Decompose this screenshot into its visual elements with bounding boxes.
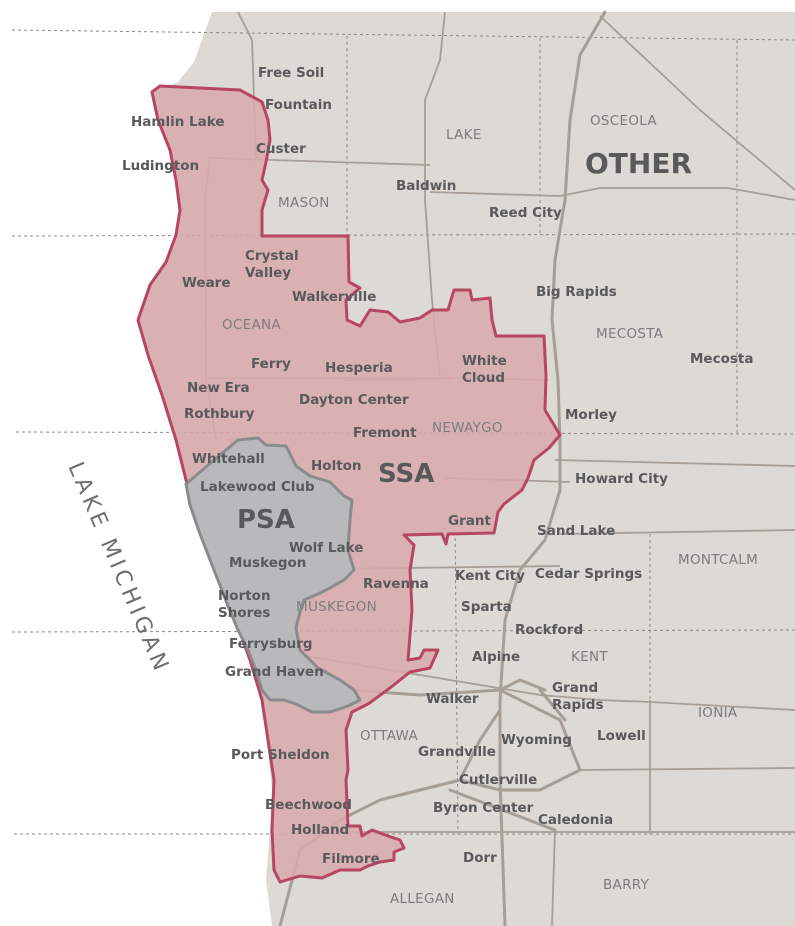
place-label: Walker [426, 691, 479, 707]
county-label: ALLEGAN [390, 891, 455, 907]
place-label-line: Shores [218, 605, 270, 621]
place-label: New Era [187, 380, 250, 396]
place-label: Reed City [489, 205, 562, 221]
region-label-other: OTHER [585, 147, 692, 180]
county-labels: LAKE OSCEOLA MASON OCEANA MECOSTA NEWAYG… [222, 113, 758, 907]
county-label: OCEANA [222, 317, 281, 333]
county-label: OTTAWA [360, 728, 418, 744]
county-label: MECOSTA [596, 326, 664, 342]
place-label: Fremont [353, 425, 417, 441]
county-label: OSCEOLA [590, 113, 657, 129]
place-label-line: Valley [245, 265, 291, 281]
place-label: Ludington [122, 158, 199, 174]
place-label-line: Norton [218, 588, 271, 604]
place-label: Lowell [597, 728, 646, 744]
place-label: Howard City [575, 471, 668, 487]
place-label: Sand Lake [537, 523, 615, 539]
place-label: Baldwin [396, 178, 456, 194]
place-label: Norton Shores [218, 588, 275, 621]
place-label: Wyoming [501, 732, 572, 748]
county-label: MONTCALM [678, 552, 758, 568]
place-label: Crystal Valley [245, 248, 303, 281]
place-label: Caledonia [538, 812, 613, 828]
place-label: Weare [182, 275, 231, 291]
place-label: Dayton Center [299, 392, 409, 408]
place-label: Ravenna [363, 576, 429, 592]
place-label: Dorr [463, 850, 497, 866]
place-label: Holton [311, 458, 362, 474]
place-label: Lakewood Club [200, 479, 315, 495]
place-label: Ferrysburg [229, 636, 313, 652]
place-label: Walkerville [292, 289, 376, 305]
county-label: KENT [571, 649, 608, 665]
place-label: Alpine [472, 649, 520, 665]
county-lines [204, 11, 795, 926]
place-label-line: Crystal [245, 248, 299, 264]
place-label: Grandville [418, 744, 496, 760]
place-label: Port Sheldon [231, 747, 330, 763]
place-label: Holland [291, 822, 349, 838]
place-labels: Free Soil Fountain Hamlin Lake Custer Lu… [122, 65, 753, 867]
county-label: NEWAYGO [432, 420, 503, 436]
ssa-region [136, 84, 562, 884]
place-label: Grant [448, 513, 491, 529]
place-label-line: White [462, 353, 507, 369]
place-label: Byron Center [433, 800, 534, 816]
region-label-ssa: SSA [378, 459, 434, 489]
place-label: Muskegon [229, 555, 306, 571]
place-label: Big Rapids [536, 284, 617, 300]
place-label: Morley [565, 407, 617, 423]
place-label-line: Rapids [552, 697, 604, 713]
county-label: IONIA [698, 705, 738, 721]
place-label: Hesperia [325, 360, 393, 376]
place-label: Whitehall [192, 451, 265, 467]
place-label: White Cloud [462, 353, 511, 386]
place-label: Filmore [322, 851, 380, 867]
place-label: Cutlerville [459, 772, 537, 788]
place-label: Fountain [265, 97, 332, 113]
place-label: Custer [256, 141, 306, 157]
county-label: MASON [278, 195, 330, 211]
place-label: Free Soil [258, 65, 324, 81]
place-label: Wolf Lake [289, 540, 363, 556]
region-label-psa: PSA [237, 505, 295, 535]
county-label: MUSKEGON [296, 599, 377, 615]
place-label: Rockford [515, 622, 583, 638]
psa-region [184, 436, 362, 714]
place-label: Ferry [251, 356, 291, 372]
place-label-line: Grand [552, 680, 598, 696]
place-label-line: Cloud [462, 370, 505, 386]
county-label: LAKE [446, 127, 482, 143]
place-label: Beechwood [265, 797, 352, 813]
place-label: Sparta [461, 599, 512, 615]
place-label: Hamlin Lake [131, 114, 225, 130]
place-label: Rothbury [184, 406, 255, 422]
place-label: Grand Haven [225, 664, 324, 680]
county-label: BARRY [603, 877, 650, 893]
place-label: Grand Rapids [552, 680, 604, 713]
place-label: Kent City [455, 568, 525, 584]
place-label: Cedar Springs [535, 566, 642, 582]
place-label: Mecosta [690, 351, 753, 367]
